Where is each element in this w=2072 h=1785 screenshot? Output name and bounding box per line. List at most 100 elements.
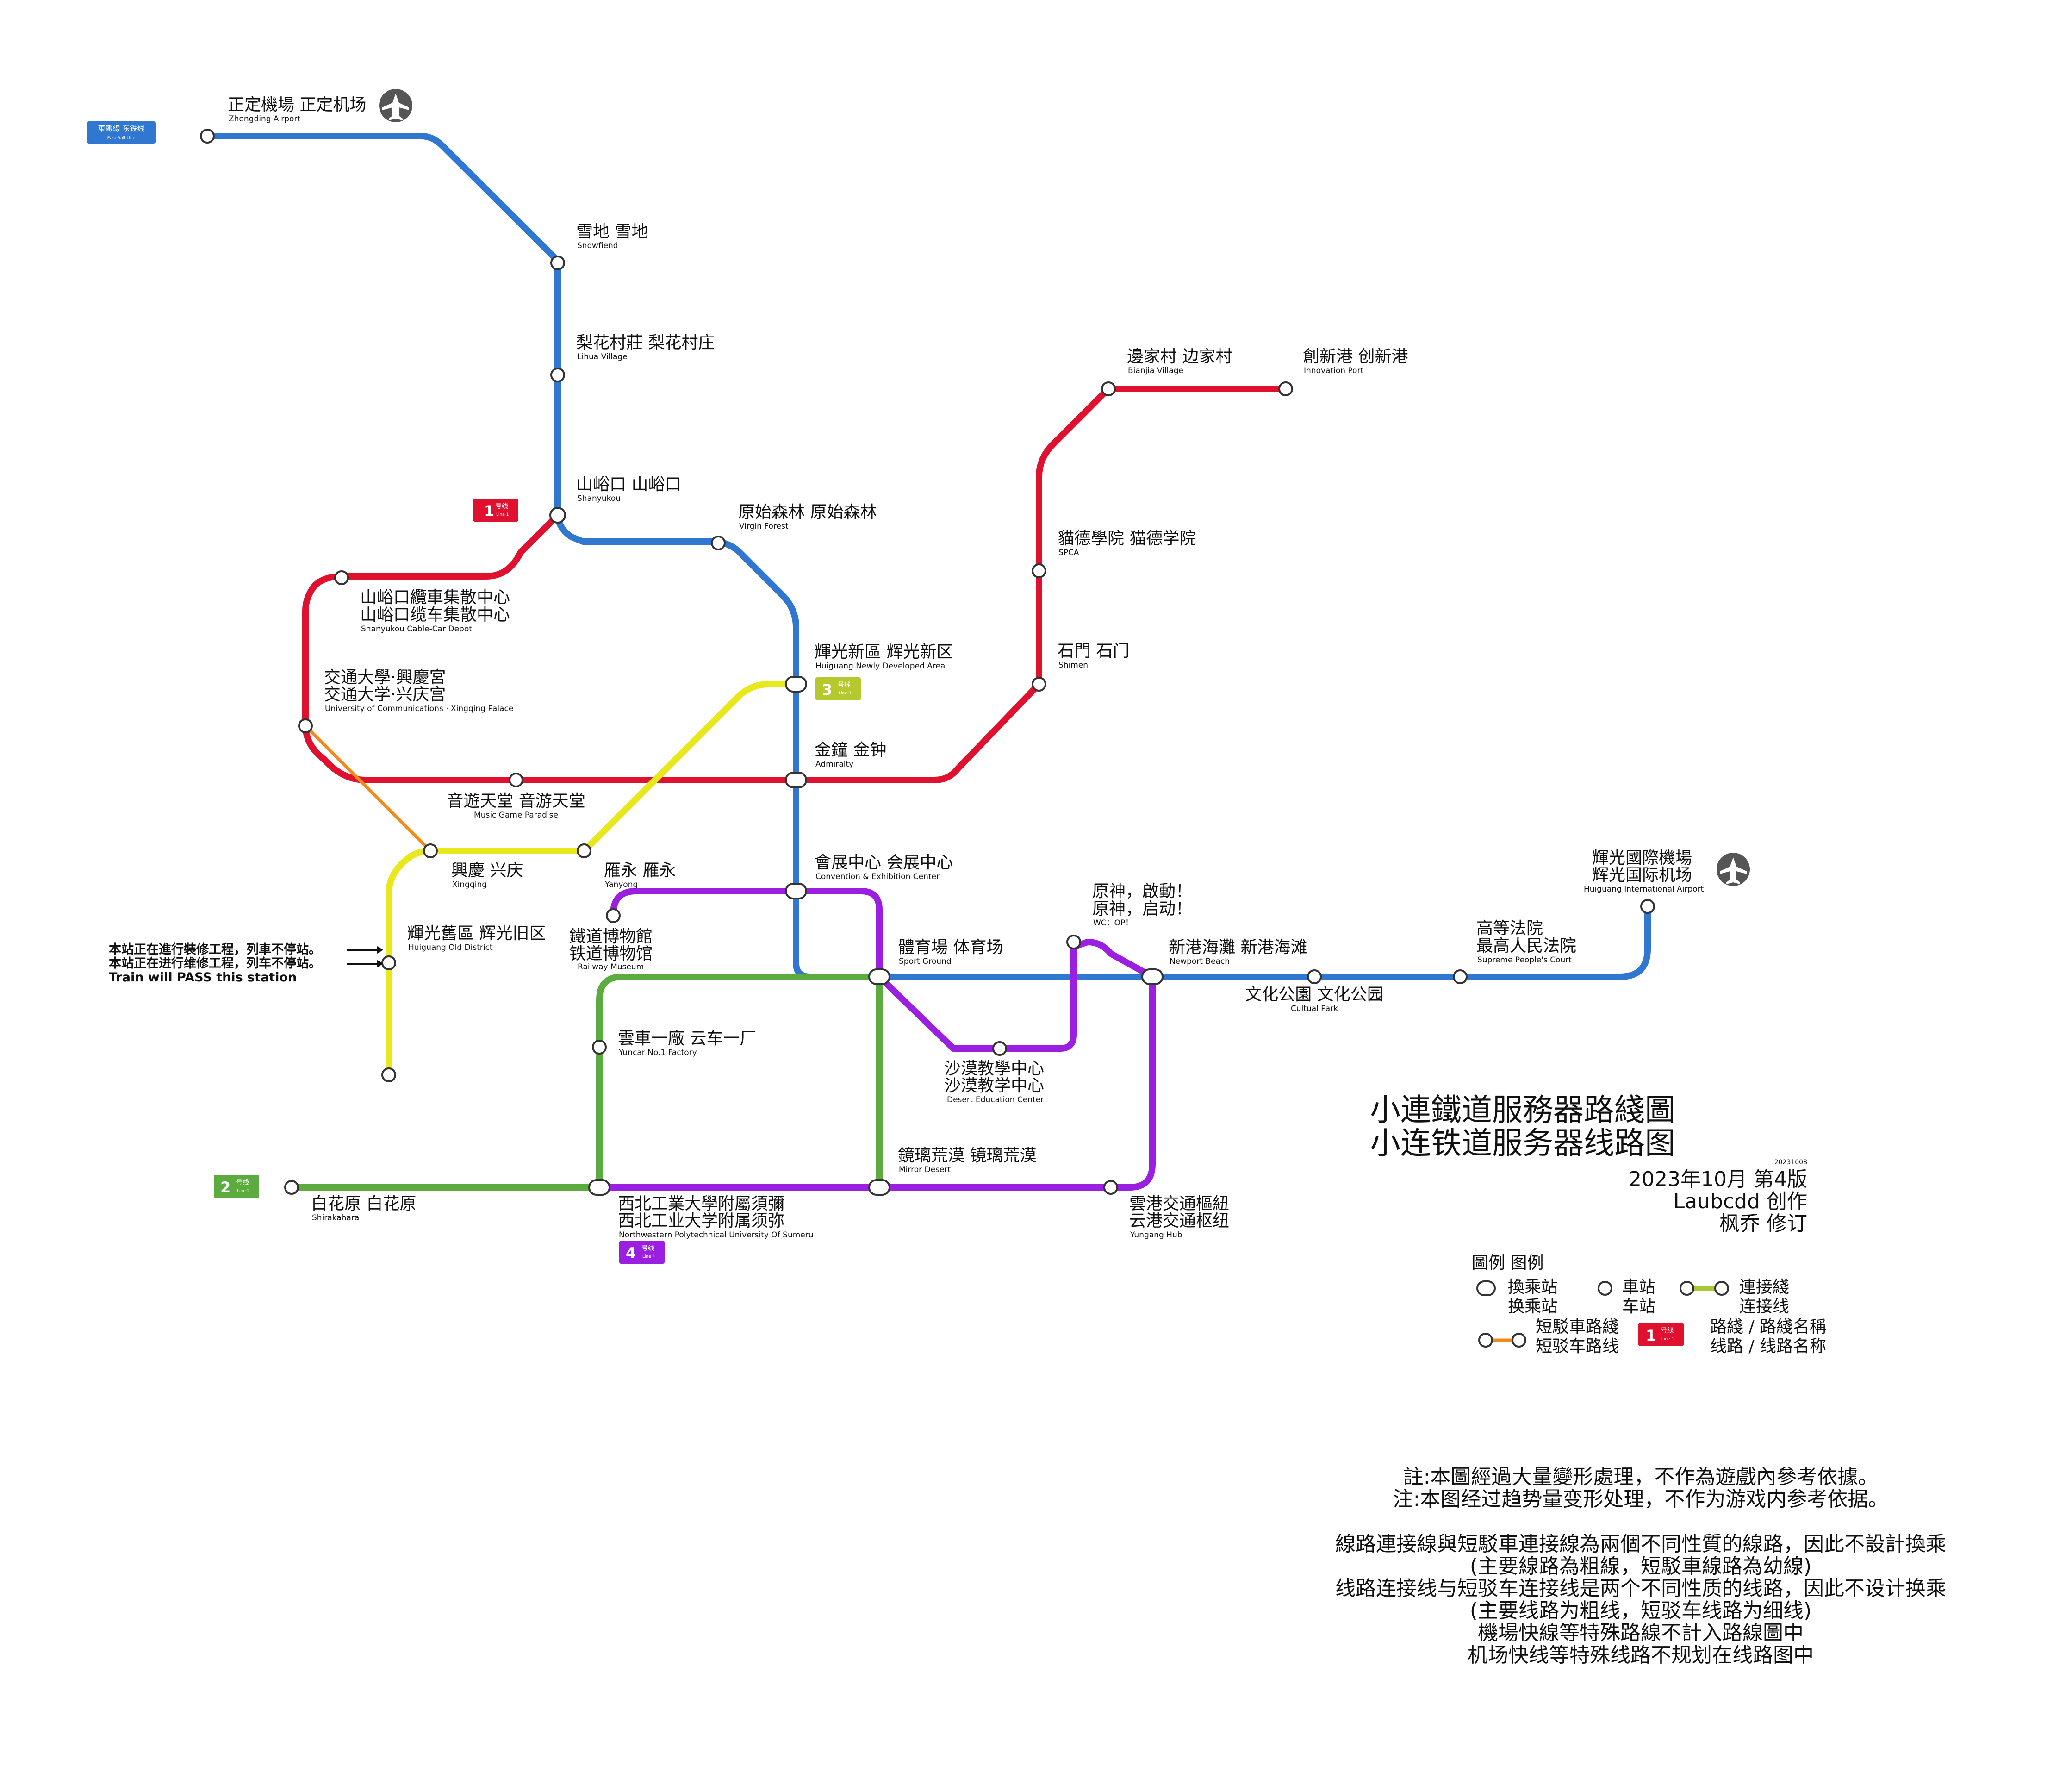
svg-text:换乘站: 换乘站	[1508, 1297, 1558, 1316]
station-label-shirakahara: 白花原 白花原 Shirakahara	[311, 1194, 416, 1223]
station-label-convention: 會展中心 会展中心 Convention & Exhibition Center	[815, 853, 953, 881]
station-dot-yuncar	[592, 1040, 607, 1055]
station-dot-admiralty	[785, 772, 807, 788]
station-dot-yanyong	[577, 843, 591, 858]
svg-text:铁道博物馆: 铁道博物馆	[569, 944, 653, 963]
station-dot-huiguang-new	[785, 676, 807, 693]
svg-text:University of Communications ·: University of Communications · Xingqing …	[325, 704, 513, 713]
svg-text:雁永 雁永: 雁永 雁永	[604, 861, 676, 880]
svg-text:Line 1: Line 1	[1661, 1337, 1674, 1342]
svg-text:會展中心 会展中心: 會展中心 会展中心	[815, 853, 953, 872]
station-label-yanyong: 雁永 雁永 Yanyong	[604, 861, 676, 889]
station-dot-newport	[1141, 968, 1164, 985]
station-dot-mirror	[868, 1179, 890, 1196]
station-label-museum: 鐵道博物館 铁道博物馆 Railway Museum	[569, 927, 653, 972]
svg-text:车站: 车站	[1622, 1297, 1655, 1316]
svg-text:貓德學院 猫德学院: 貓德學院 猫德学院	[1058, 529, 1196, 548]
svg-text:高等法院: 高等法院	[1476, 919, 1543, 938]
svg-text:Shirakahara: Shirakahara	[312, 1213, 359, 1223]
station-dot-snowfiend	[550, 256, 565, 270]
svg-text:原始森林 原始森林: 原始森林 原始森林	[738, 503, 877, 522]
station-label-snowfiend: 雪地 雪地 Snowfiend	[576, 222, 648, 250]
station-dot-bianjia	[1101, 381, 1116, 396]
svg-text:雲港交通樞紐: 雲港交通樞紐	[1129, 1194, 1229, 1213]
station-dot-museum	[606, 908, 621, 923]
svg-text:Huiguang Newly Developed Area: Huiguang Newly Developed Area	[815, 662, 945, 671]
svg-text:線路連接線與短駁車連接線為兩個不同性質的線路，因此不設計換乘: 線路連接線與短駁車連接線為兩個不同性質的線路，因此不設計換乘	[1335, 1532, 1946, 1556]
station-dot-spca	[1032, 563, 1046, 578]
station-dot-old-district	[381, 955, 396, 970]
svg-text:本站正在進行裝修工程，列車不停站。: 本站正在進行裝修工程，列車不停站。	[109, 942, 321, 957]
svg-text:雲車一廠 云车一厂: 雲車一廠 云车一厂	[618, 1029, 756, 1048]
station-dot-pass-station	[381, 1067, 396, 1082]
station-dot-shirakahara	[284, 1180, 299, 1195]
svg-text:山峪口纜車集散中心: 山峪口纜車集散中心	[360, 588, 510, 607]
svg-text:Train will PASS this station: Train will PASS this station	[109, 970, 297, 985]
station-label-mirror: 鏡璃荒漠 镜璃荒漠 Mirror Desert	[898, 1146, 1036, 1174]
svg-text:原神，啟動！: 原神，啟動！	[1092, 882, 1192, 901]
svg-text:Convention & Exhibition Center: Convention & Exhibition Center	[815, 872, 940, 881]
svg-text:注:本图经过趋势量变形处理，不作为游戏内参考依据。: 注:本图经过趋势量变形处理，不作为游戏内参考依据。	[1393, 1487, 1889, 1511]
line-4-badge: 4 号线 Line 4	[619, 1241, 665, 1264]
station-label-innovation: 創新港 创新港 Innovation Port	[1303, 347, 1408, 375]
svg-text:4: 4	[626, 1244, 636, 1262]
svg-text:機場快線等特殊路線不計入路線圖中: 機場快線等特殊路線不計入路線圖中	[1478, 1621, 1804, 1645]
svg-text:Virgin Forest: Virgin Forest	[739, 522, 789, 531]
line-1-badge: 1 号线 Line 1	[473, 499, 518, 522]
svg-text:路綫 / 路綫名稱: 路綫 / 路綫名稱	[1710, 1317, 1826, 1336]
station-dot-court	[1453, 969, 1468, 984]
svg-text:Railway Museum: Railway Museum	[578, 962, 644, 972]
arrow-icon	[347, 946, 383, 967]
svg-text:Shanyukou Cable-Car Depot: Shanyukou Cable-Car Depot	[361, 624, 472, 634]
station-label-huiguang-airport: 輝光國際機場 辉光国际机场 Huiguang International Air…	[1584, 849, 1704, 894]
svg-text:圖例 图例: 圖例 图例	[1472, 1254, 1543, 1273]
svg-text:(主要線路為粗線，短駁車線路為幼線): (主要線路為粗線，短駁車線路為幼線)	[1470, 1554, 1811, 1578]
svg-text:Desert Education Center: Desert Education Center	[947, 1095, 1044, 1105]
svg-text:本站正在进行维修工程，列车不停站。: 本站正在进行维修工程，列车不停站。	[109, 956, 321, 971]
svg-text:Admiralty: Admiralty	[815, 760, 853, 769]
svg-text:新港海灘 新港海滩: 新港海灘 新港海滩	[1169, 938, 1307, 957]
svg-text:註:本圖經過大量變形處理，不作為遊戲內參考依據。: 註:本圖經過大量變形處理，不作為遊戲內參考依據。	[1403, 1465, 1879, 1489]
svg-text:Yuncar No.1 Factory: Yuncar No.1 Factory	[618, 1048, 697, 1057]
svg-text:交通大學·興慶宮: 交通大學·興慶宮	[324, 668, 446, 687]
svg-text:2023年10月 第4版: 2023年10月 第4版	[1629, 1167, 1807, 1191]
station-dot-yungang	[1103, 1180, 1118, 1195]
station-label-virgin: 原始森林 原始森林 Virgin Forest	[738, 503, 877, 531]
svg-text:号线: 号线	[838, 681, 851, 689]
svg-text:連接綫: 連接綫	[1739, 1278, 1789, 1297]
station-dot-univ	[298, 718, 313, 733]
line-2-path	[288, 974, 883, 1191]
map-title: 小連鐵道服務器路綫圖 小连铁道服务器线路图 20231008 2023年10月 …	[1370, 1092, 1807, 1236]
svg-text:輝光國際機場: 輝光國際機場	[1592, 849, 1692, 868]
svg-text:Innovation Port: Innovation Port	[1304, 366, 1363, 375]
svg-text:Shanyukou: Shanyukou	[577, 494, 621, 503]
station-dot-nwpu	[588, 1179, 610, 1196]
svg-text:短駁車路綫: 短駁車路綫	[1536, 1317, 1619, 1336]
station-dot-virgin	[711, 536, 726, 550]
station-dot-huiguang-airport	[1640, 899, 1655, 914]
svg-text:连接线: 连接线	[1739, 1297, 1789, 1316]
svg-text:Supreme People's Court: Supreme People's Court	[1477, 955, 1572, 965]
svg-text:线路 / 线路名称: 线路 / 线路名称	[1710, 1337, 1826, 1356]
airplane-icon-huiguang	[1717, 853, 1750, 886]
svg-text:辉光国际机场: 辉光国际机场	[1592, 866, 1692, 885]
legend: 圖例 图例 換乘站 换乘站 車站 车站 連接綫 连接线 短駁車路綫 短驳车路线 …	[1472, 1254, 1826, 1356]
svg-text:換乘站: 換乘站	[1508, 1278, 1558, 1297]
station-dot-lihua	[550, 368, 565, 382]
svg-text:Mirror Desert: Mirror Desert	[899, 1165, 951, 1174]
svg-text:WC：OP！: WC：OP！	[1093, 918, 1133, 928]
station-dot-cultural	[1307, 969, 1322, 984]
line-4-path	[596, 888, 1156, 1191]
line-5-path	[204, 133, 1651, 980]
station-dot-music	[509, 773, 523, 787]
station-label-zhengding: 正定機場 正定机场 Zhengding Airport	[228, 95, 366, 124]
svg-text:交通大学·兴庆宫: 交通大学·兴庆宫	[324, 685, 446, 704]
legend-interchange-symbol	[1476, 1280, 1496, 1296]
svg-text:云港交通枢纽: 云港交通枢纽	[1129, 1211, 1229, 1230]
svg-text:Yanyong: Yanyong	[604, 880, 638, 889]
station-dot-desert-edu	[992, 1041, 1007, 1056]
svg-text:Newport Beach: Newport Beach	[1170, 957, 1230, 966]
svg-text:Cultual Park: Cultual Park	[1291, 1004, 1338, 1013]
svg-text:Line 4: Line 4	[642, 1254, 655, 1259]
